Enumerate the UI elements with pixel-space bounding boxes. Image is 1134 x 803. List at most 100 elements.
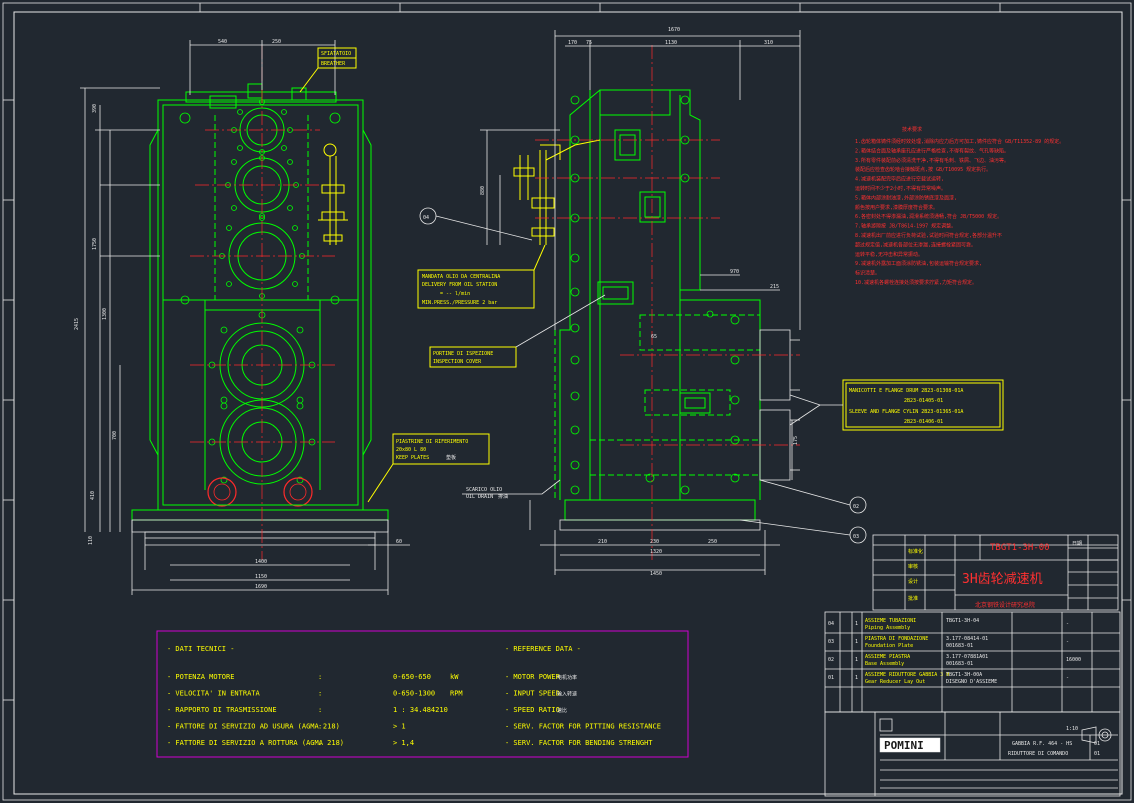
dim-540: 540 (218, 39, 227, 45)
side-label-2: 审核 (908, 563, 918, 570)
dim-700: 700 (112, 431, 118, 440)
side-label-5: 日期 (1072, 541, 1082, 547)
title-block: TBGT1-3H-00 3H齿轮减速机 北京钢铁设计研究总院 标准化 审核 设计… (824, 534, 1121, 797)
dim-2415: 2415 (74, 318, 80, 330)
parts-row-weight: 16000 (1066, 657, 1081, 663)
delivery-label-it: MANDATA OLIO DA CENTRALINA (422, 274, 500, 280)
side-label-4: 批准 (908, 595, 918, 602)
technical-note-line: 5.箱体内部涂耐油漆,外部涂防锈底漆及面漆, (855, 194, 957, 201)
border-ticks (3, 3, 1131, 701)
dim-215: 215 (770, 284, 779, 290)
parts-row-code: 3.177-08414-01 (946, 636, 988, 642)
parts-row-code: 3.177-07881A01 (946, 654, 988, 660)
dim-60: 60 (396, 539, 402, 545)
dim-310: 310 (764, 40, 773, 46)
delivery-flow: = -- l/min (440, 291, 470, 297)
dim-1300: 1300 (102, 308, 108, 320)
tech-data-separator: : (318, 690, 322, 698)
technical-note-line: 装配后应检查齿轮啮合接触斑点,按 GB/T10095 规定执行。 (855, 166, 991, 173)
technical-data-table: - DATI TECNICI - - REFERENCE DATA - - PO… (156, 630, 689, 758)
dim-390: 390 (92, 104, 98, 113)
tech-data-label-cn: 电机功率 (557, 674, 577, 681)
technical-note-line: 运转平稳,无冲击和异常振动。 (855, 251, 923, 258)
dim-110: 110 (88, 536, 94, 545)
inspection-label-en: INSPECTION COVER (433, 359, 482, 365)
parts-row-qty: 1 (855, 657, 858, 663)
breather-label-en: BREATHER (321, 61, 346, 67)
inspection-label-it: PORTINE DI ISPEZIONE (433, 351, 493, 357)
dim-880: 880 (480, 186, 486, 195)
technical-note-line: 10.减速机各螺栓连接处须按要求拧紧,力矩符合规定。 (855, 279, 977, 286)
side-label-1: 标准化 (908, 548, 923, 555)
technical-note-line: 1.齿轮箱体铸件须经时效处理,消除内应力后方可加工,铸件应符合 GB/T1135… (855, 138, 1064, 145)
dim-250: 250 (272, 39, 281, 45)
manifold-line-3: SLEEVE AND FLANGE CYLIN 2B23-01365-01A (849, 409, 963, 415)
parts-row-weight: - (1066, 675, 1069, 681)
side-label-3: 设计 (908, 578, 918, 585)
title-line-1: GABBIA R.F. 464 - HS (1012, 741, 1072, 747)
technical-note-line: 2.箱体结合面及轴承座孔应进行严格检查,不得有裂纹、气孔等缺陷。 (855, 147, 1009, 154)
front-view: 540 250 2415 1750 1300 700 390 410 110 6… (74, 39, 490, 595)
technical-note-line: 9.减速机外露加工面须涂防锈油,包装运输符合规定要求, (855, 260, 982, 267)
sheet-number: 01 (1094, 741, 1100, 747)
dim-1690: 1690 (255, 584, 267, 590)
parts-row-desc-en: Gear Reducer Lay Out (865, 679, 925, 685)
dim-170: 170 (568, 40, 577, 46)
plates-label-en: KEEP PLATES (396, 455, 429, 461)
tech-data-label-en: - SERV. FACTOR FOR PITTING RESISTANCE (505, 723, 661, 731)
parts-row-qty: 1 (855, 639, 858, 645)
technical-note-line: 颜色按用户要求,漆膜厚度符合要求。 (855, 204, 938, 211)
dim-210: 210 (598, 539, 607, 545)
parts-row-code: TBGT1-3H-04 (946, 618, 979, 624)
tech-data-label-it: - POTENZA MOTORE (167, 673, 234, 681)
manifold-line-4: 2B23-01406-01 (904, 419, 943, 425)
dim-1130: 1130 (665, 40, 677, 46)
parts-row-code-2: DISEGNO D'ASSIEME (946, 679, 997, 685)
tech-data-value: 1 : 34.484210 (393, 706, 448, 714)
callout-02: 02 (853, 504, 859, 510)
technical-note-line: 标识清楚。 (855, 270, 880, 277)
parts-row-code: TBGT1-3H-00A (946, 672, 982, 678)
parts-row-weight: - (1066, 639, 1069, 645)
drawing-name-cn: 3H齿轮减速机 (962, 572, 1043, 587)
drawing-scale: 1:10 (1066, 726, 1078, 732)
dim-1670: 1670 (668, 27, 680, 33)
parts-row-weight: - (1066, 621, 1069, 627)
dim-1750: 1750 (92, 238, 98, 250)
parts-row-number: 02 (828, 657, 834, 663)
side-view: 1670 170 75 1130 310 970 215 65 210 230 … (417, 27, 1004, 577)
manifold-line-2: 2B23-01405-01 (904, 398, 943, 404)
dim-1320: 1320 (650, 549, 662, 555)
drain-label-en: OIL DRAIN (466, 494, 493, 500)
parts-row-qty: 1 (855, 621, 858, 627)
sheet-total: 01 (1094, 751, 1100, 757)
parts-row-code-2: 001683-01 (946, 661, 973, 667)
institute-name: 北京钢铁设计研究总院 (975, 601, 1035, 609)
tech-data-separator: : (318, 723, 322, 731)
company-logo-text: POMINI (884, 739, 924, 752)
tech-data-unit: kW (450, 673, 459, 681)
parts-row-number: 04 (828, 621, 834, 627)
technical-note-line: 6.各密封处不得渗漏油,润滑系统须通畅,符合 JB/T5000 规定。 (855, 213, 1002, 220)
tech-data-label-en: - SERV. FACTOR FOR BENDING STRENGHT (505, 739, 653, 747)
parts-row-code-2: 001683-01 (946, 643, 973, 649)
technical-note-line: 8.减速机出厂前应进行负荷试验,试验时间符合规定,各部分温升不 (855, 232, 1002, 239)
tech-data-label-it: - VELOCITA' IN ENTRATA (167, 690, 261, 698)
technical-note-line: 4.减速机装配完毕后应进行空载试运转, (855, 176, 944, 183)
dim-75: 75 (586, 40, 592, 46)
tech-data-separator: : (318, 706, 322, 714)
technical-note-line: 运转时间不少于2小时,不得有异常噪声。 (855, 185, 946, 192)
dim-r65: 65 (651, 334, 657, 340)
dim-1150: 1150 (255, 574, 267, 580)
tech-data-label-it: - FATTORE DI SERVIZIO AD USURA (AGMA 218… (167, 723, 340, 731)
tech-data-value: 0-650-650 (393, 673, 431, 681)
dim-1400: 1400 (255, 559, 267, 565)
tech-data-value: > 1 (393, 723, 406, 731)
parts-row-desc-en: Foundation Plate (865, 643, 913, 649)
dim-1450: 1450 (650, 571, 662, 577)
parts-row-desc-it: ASSIEME RIDUTTORE GABBIA 3 H (865, 672, 949, 678)
technical-note-line: 超过规定值,减速机各部位无渗漏,连接螺栓紧固可靠。 (855, 241, 976, 248)
callout-03: 03 (853, 534, 859, 540)
